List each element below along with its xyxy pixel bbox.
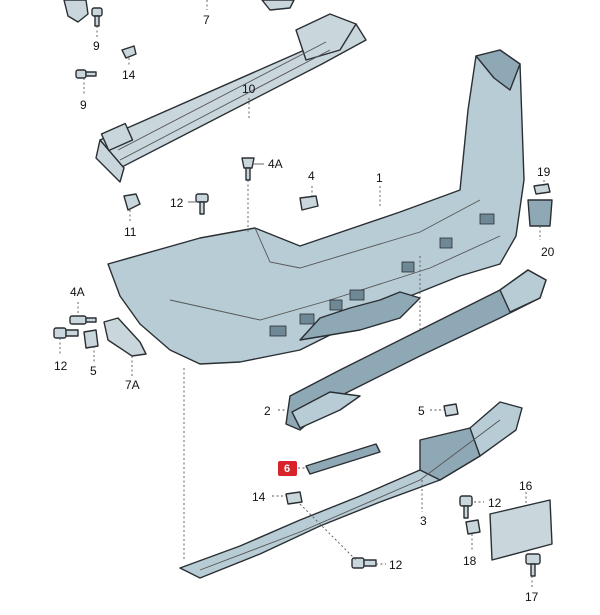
callout-14-bot[interactable]: 14: [252, 490, 266, 504]
callout-12-left[interactable]: 12: [170, 196, 184, 210]
callout-17[interactable]: 17: [525, 590, 539, 604]
clip-14-top[interactable]: [121, 45, 137, 59]
part-2-lower-grille[interactable]: [285, 269, 547, 431]
part-7-bracket[interactable]: [63, 0, 89, 23]
callout-1[interactable]: 1: [376, 171, 383, 185]
callout-7[interactable]: 7: [203, 13, 210, 27]
screw-12-bot[interactable]: [351, 557, 377, 569]
clip-19[interactable]: [533, 183, 551, 195]
callout-12-bl[interactable]: 12: [54, 359, 68, 373]
callout-12-right[interactable]: 12: [488, 496, 502, 510]
callout-6-highlight[interactable]: 6: [278, 461, 297, 476]
callout-6-box: [278, 461, 297, 476]
callout-4[interactable]: 4: [308, 169, 315, 183]
callout-6: 6: [284, 463, 290, 475]
callout-3[interactable]: 3: [420, 514, 427, 528]
callout-16[interactable]: 16: [519, 479, 533, 493]
clip-4[interactable]: [299, 195, 319, 211]
callout-10[interactable]: 10: [242, 82, 256, 96]
callout-19[interactable]: 19: [537, 165, 551, 179]
clip-5-right[interactable]: [443, 403, 459, 417]
screw-12-right[interactable]: [459, 495, 473, 519]
part-10-reinforcement-beam[interactable]: [95, 13, 367, 183]
callout-9-top[interactable]: 9: [93, 39, 100, 53]
license-plate-16[interactable]: [489, 499, 553, 561]
callout-5-right[interactable]: 5: [418, 404, 425, 418]
clip-14-bot[interactable]: [285, 491, 303, 505]
clip-4a-left[interactable]: [69, 315, 97, 325]
screw-9-top[interactable]: [91, 7, 103, 27]
clip-18[interactable]: [465, 519, 481, 535]
part-6-trim-strip[interactable]: [305, 443, 381, 475]
clip-4a-top[interactable]: [241, 157, 255, 181]
callout-9-mid[interactable]: 9: [80, 98, 87, 112]
leader-lines: [59, 0, 545, 588]
callout-labels: 7 9 14 9 10 4A 1 4 12 11 19 20 4A 12 5 7…: [54, 13, 555, 604]
screw-12-bl[interactable]: [53, 327, 79, 339]
callout-5-left[interactable]: 5: [90, 364, 97, 378]
part-top-right-clip[interactable]: [261, 0, 295, 11]
callout-4a-top[interactable]: 4A: [268, 157, 283, 171]
nut-11[interactable]: [123, 193, 141, 211]
callout-7a[interactable]: 7A: [125, 378, 140, 392]
part-3-lower-spoiler[interactable]: [179, 401, 523, 579]
callout-2[interactable]: 2: [264, 404, 271, 418]
screw-17[interactable]: [525, 553, 541, 577]
screw-9-mid[interactable]: [75, 69, 97, 79]
screw-12-left[interactable]: [195, 193, 209, 215]
callout-11[interactable]: 11: [124, 225, 137, 239]
callout-4a-left[interactable]: 4A: [70, 285, 85, 299]
callout-18[interactable]: 18: [463, 554, 477, 568]
callout-14-top[interactable]: 14: [122, 68, 136, 82]
sensor-20[interactable]: [527, 199, 553, 227]
clip-5-left[interactable]: [83, 329, 99, 349]
callout-12-bot[interactable]: 12: [389, 558, 403, 572]
bracket-7a[interactable]: [103, 317, 147, 357]
callout-20[interactable]: 20: [541, 245, 555, 259]
part-1-bumper-cover[interactable]: [107, 49, 525, 365]
